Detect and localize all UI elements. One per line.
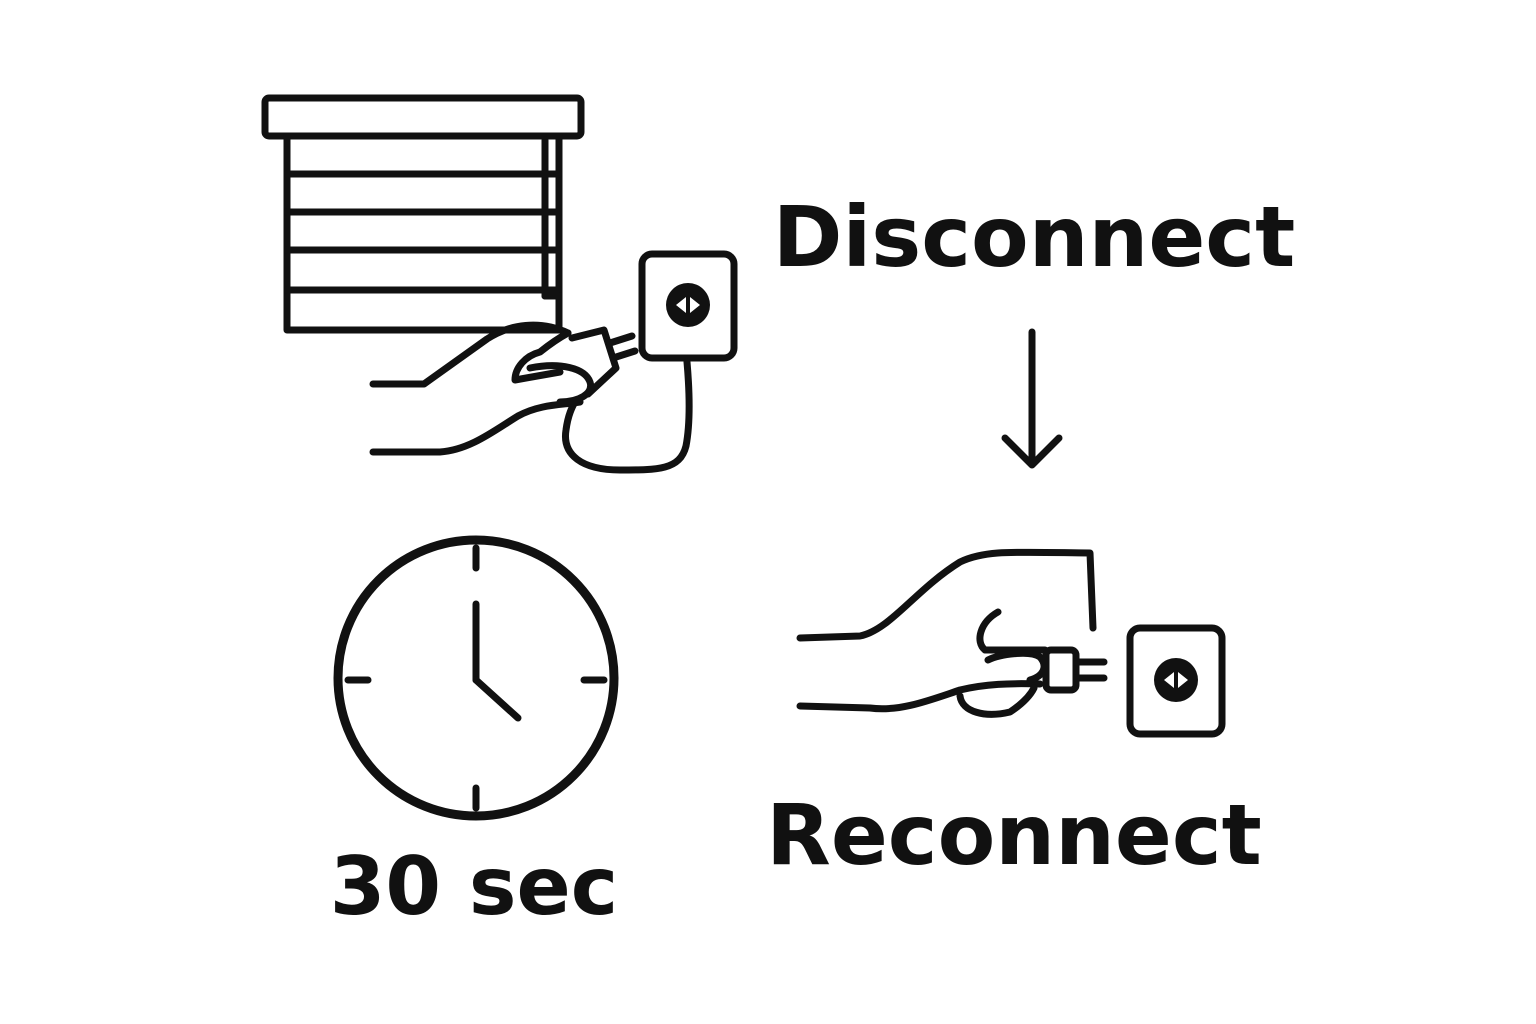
power-outlet-icon	[1126, 624, 1226, 738]
hand-unplugging-icon	[369, 321, 639, 456]
wait-duration-label: 30 sec	[330, 840, 618, 933]
power-cord	[562, 358, 693, 474]
clock-icon	[333, 535, 619, 821]
power-outlet-icon	[638, 250, 738, 362]
roller-blind-icon	[261, 94, 585, 334]
reconnect-label: Reconnect	[766, 786, 1262, 884]
arrow-down-icon	[1001, 328, 1063, 469]
hand-plugging-in-icon	[796, 548, 1108, 718]
disconnect-label: Disconnect	[773, 188, 1296, 286]
